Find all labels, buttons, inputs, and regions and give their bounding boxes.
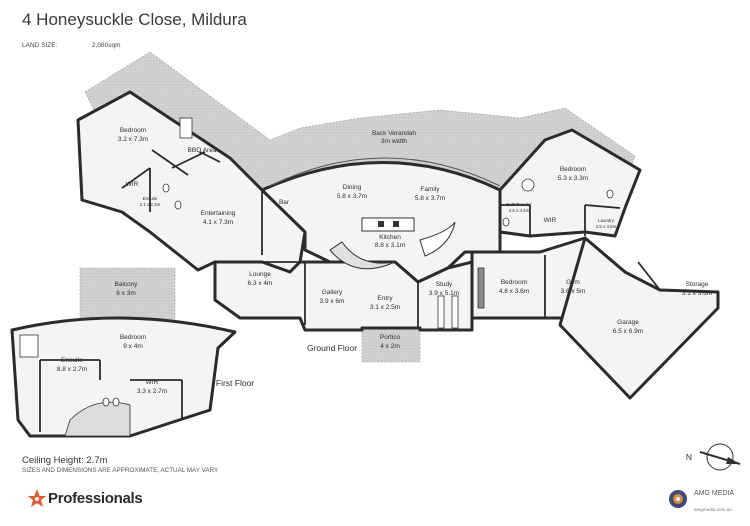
label-gallery-name: Gallery [322,289,343,296]
label-ground-floor: Ground Floor [307,343,357,353]
portico-hatch [361,327,421,363]
label-laundry-dims: 2.5 x 3.5m [596,224,617,229]
verandah-curve [269,157,501,187]
label-first-floor: First Floor [216,378,254,388]
label-gallery-dims: 3.9 x 6m [320,298,345,305]
label-ensuite-nw-name: Ensuite [143,196,158,201]
label-lounge-name: Lounge [249,271,271,278]
agency-url: amgmedia.com.au [694,507,732,512]
label-portico-name: Portico [380,334,401,341]
room-labels: Bedroom 3.2 x 7.3m BBQ Area WIR Ensuite … [57,127,712,395]
curved-bench [419,221,456,257]
compass: N [686,443,741,471]
label-study-name: Study [436,281,453,288]
page-title: 4 Honeysuckle Close, Mildura [22,10,247,29]
label-ensuite-nw-dims: 2.1 x 2.3m [140,202,161,207]
label-bath-powder-dims: 2.5 x 4.4m [509,208,530,213]
disclaimer: SIZES AND DIMENSIONS ARE APPROXIMATE, AC… [22,467,219,474]
label-wir-first-name: WIR [146,379,159,386]
label-entertaining-name: Entertaining [201,210,236,217]
label-entry-dims: 3.1 x 2.5m [370,304,400,311]
compass-tip [726,457,740,464]
label-family-dims: 5.8 x 3.7m [415,195,445,202]
interior-walls [121,149,661,328]
label-storage-dims: 3.1 x 3.6m [682,290,712,297]
label-bedroom-ne-name: Bedroom [560,166,586,173]
label-bedroom-nw-name: Bedroom [120,127,146,134]
label-dining-name: Dining [343,184,362,191]
garage [558,236,720,400]
label-storage-name: Storage [686,281,709,288]
ground-floor-building [76,90,720,400]
label-ensuite-first-name: Ensuite [61,357,83,364]
label-dining-dims: 5.8 x 3.7m [337,193,367,200]
label-garage-name: Garage [617,319,639,326]
cooktop [393,221,399,227]
ensuite-bath [19,334,39,358]
brand-name: Professionals [48,490,143,507]
compass-n-label: N [686,452,692,462]
label-bedroom-first-name: Bedroom [120,334,146,341]
label-bar: Bar [279,199,290,206]
label-entry-name: Entry [377,295,393,302]
label-back-verandah-dims: 3m width [381,138,407,145]
label-kitchen-dims: 8.8 x 3.1m [375,242,405,249]
ceiling-height: Ceiling Height: 2.7m [22,455,108,466]
label-balcony-name: Balcony [114,281,138,288]
professionals-logo-icon [28,489,46,507]
label-portico-dims: 4 x 2m [380,343,400,350]
feature-staircase [329,241,396,270]
label-gym-name: Gym [566,279,580,286]
label-wir-first-dims: 3.3 x 2.7m [137,388,167,395]
label-kitchen-name: Kitchen [379,234,401,241]
land-size-value: 2,080sqm [92,42,121,49]
balcony-hatch [79,267,176,322]
label-bath-powder-name: Bath/Powder [506,202,532,207]
label-bedroom-c-dims: 4.8 x 3.6m [499,288,529,295]
label-bedroom-ne-dims: 5.3 x 3.3m [558,175,588,182]
label-bbq: BBQ Area [188,147,217,154]
label-ensuite-first-dims: 8.8 x 2.7m [57,366,87,373]
kitchen-sink [378,221,384,227]
label-wir-nw: WIR [126,181,139,188]
kitchen-fixtures [329,217,456,270]
first-floor-shell [10,316,237,438]
label-gym-dims: 3.6 x 5m [561,288,586,295]
label-bedroom-c-name: Bedroom [501,279,527,286]
label-entertaining-dims: 4.1 x 7.3m [203,219,233,226]
label-bedroom-first-dims: 9 x 4m [123,343,143,350]
label-back-verandah-name: Back Verandah [372,130,416,137]
label-study-dims: 3.9 x 5.1m [429,290,459,297]
amg-media-logo-icon [669,490,687,508]
label-balcony-dims: 6 x 3m [116,290,136,297]
bath-fixtures [162,117,614,329]
label-laundry-name: Laundry [598,218,615,223]
land-size-label: LAND SIZE: [22,42,58,49]
label-garage-dims: 6.5 x 6.9m [613,328,643,335]
kitchen-island [361,217,415,232]
east-wing [498,128,642,238]
label-bedroom-nw-dims: 3.2 x 7.3m [118,136,148,143]
label-wir-ne: WIR [544,217,557,224]
first-floor-building [10,316,237,438]
agency-name: AMG MEDIA [694,490,735,497]
label-lounge-dims: 6.3 x 4m [248,280,273,287]
label-family-name: Family [420,186,440,193]
